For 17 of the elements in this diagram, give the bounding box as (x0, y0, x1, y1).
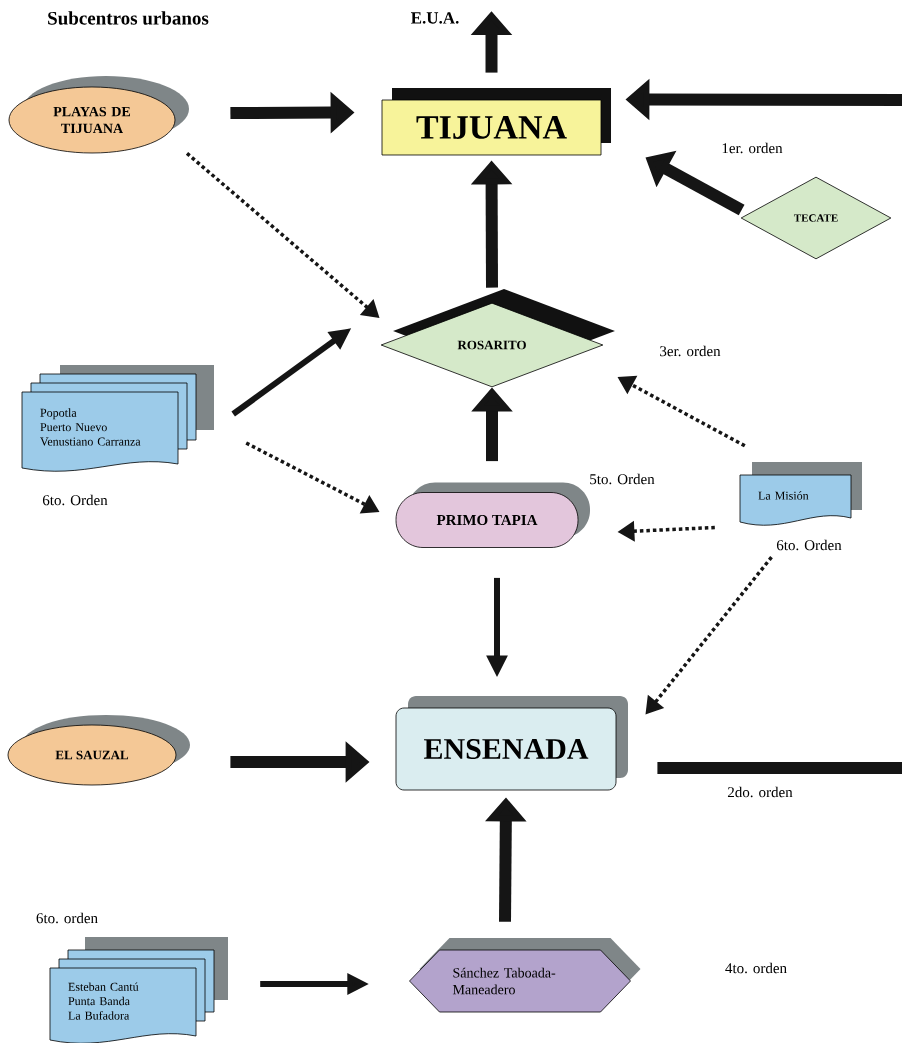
document-stack: Popotla Puerto Nuevo Venustiano Carranza (21, 365, 214, 472)
city-box: ENSENADA (395, 696, 628, 791)
order-label: 1er. orden (722, 142, 783, 154)
heading: Subcentros urbanos (48, 11, 209, 25)
place-label: E.U.A. (411, 12, 459, 24)
order-label: 2do. orden (727, 786, 793, 798)
city-capsule: PRIMO TAPIA (395, 482, 590, 548)
order-label: 6to. Orden (776, 539, 842, 551)
order-label: 6to. Orden (42, 494, 108, 506)
order-label: 5to. Orden (590, 473, 655, 485)
order-label: 4to. orden (725, 962, 787, 974)
connector-line (657, 762, 902, 774)
order-label: 6to. orden (36, 912, 98, 924)
city-hexagon: Sánchez Taboada-Maneadero (409, 938, 641, 1013)
city-box: TIJUANA (381, 88, 611, 156)
document-stack: Esteban Cantú Punta Banda La Bufadora (49, 937, 228, 1043)
order-label: 3er. orden (660, 345, 721, 357)
